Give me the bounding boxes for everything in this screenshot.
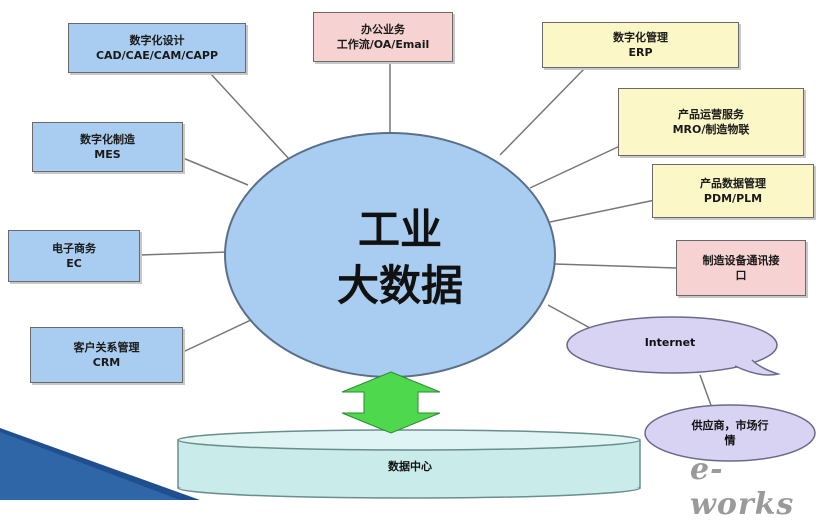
bidirectional-arrow bbox=[341, 371, 441, 434]
node-subtitle: PDM/PLM bbox=[703, 192, 763, 205]
node-title: 数字化管理 bbox=[613, 31, 668, 44]
node-digital-design: 数字化设计 CAD/CAE/CAM/CAPP bbox=[68, 23, 246, 73]
node-digital-mgmt: 数字化管理 ERP bbox=[542, 22, 739, 68]
node-title: 电子商务 bbox=[52, 242, 96, 255]
node-title: 客户关系管理 bbox=[73, 341, 140, 354]
node-crm: 客户关系管理 CRM bbox=[30, 327, 183, 383]
supplier-label-line1: 供应商，市场行 bbox=[691, 419, 769, 432]
center-title-line2: 大数据 bbox=[336, 261, 463, 310]
node-title: 产品数据管理 bbox=[700, 177, 766, 190]
node-device-comm: 制造设备通讯接 口 bbox=[676, 240, 806, 296]
node-subtitle: CAD/CAE/CAM/CAPP bbox=[95, 49, 219, 62]
decorative-wedge-light bbox=[0, 432, 180, 500]
node-subtitle: MES bbox=[94, 148, 121, 161]
node-subtitle: EC bbox=[66, 257, 82, 270]
node-title: 数字化制造 bbox=[80, 133, 135, 146]
node-title: 数字化设计 bbox=[129, 34, 185, 47]
supplier-label-line2: 情 bbox=[724, 434, 736, 447]
node-subtitle: ERP bbox=[628, 46, 653, 59]
datacenter-label: 数据中心 bbox=[388, 460, 432, 473]
connector-lines bbox=[139, 62, 713, 409]
node-subtitle: CRM bbox=[92, 356, 121, 369]
node-subtitle: MRO/制造物联 bbox=[672, 123, 750, 136]
node-ecommerce: 电子商务 EC bbox=[8, 230, 140, 282]
node-subtitle: 工作流/OA/Email bbox=[336, 38, 430, 51]
node-office: 办公业务 工作流/OA/Email bbox=[313, 12, 453, 62]
supplier-label: 供应商，市场行 情 bbox=[650, 418, 810, 448]
datacenter-cylinder bbox=[177, 429, 641, 499]
node-product-ops: 产品运营服务 MRO/制造物联 bbox=[618, 88, 804, 156]
center-title-line1: 工业 bbox=[357, 205, 442, 254]
node-title: 制造设备通讯接 bbox=[702, 254, 780, 267]
node-title: 办公业务 bbox=[361, 23, 405, 36]
node-title: 产品运营服务 bbox=[678, 108, 744, 121]
internet-bubble bbox=[566, 316, 781, 376]
node-product-data: 产品数据管理 PDM/PLM bbox=[652, 164, 814, 218]
internet-label: Internet bbox=[644, 336, 696, 349]
node-subtitle: 口 bbox=[735, 269, 747, 282]
node-digital-mfg: 数字化制造 MES bbox=[32, 122, 183, 172]
eworks-logo: e-works bbox=[690, 452, 795, 522]
supplier-ellipse bbox=[644, 404, 816, 462]
